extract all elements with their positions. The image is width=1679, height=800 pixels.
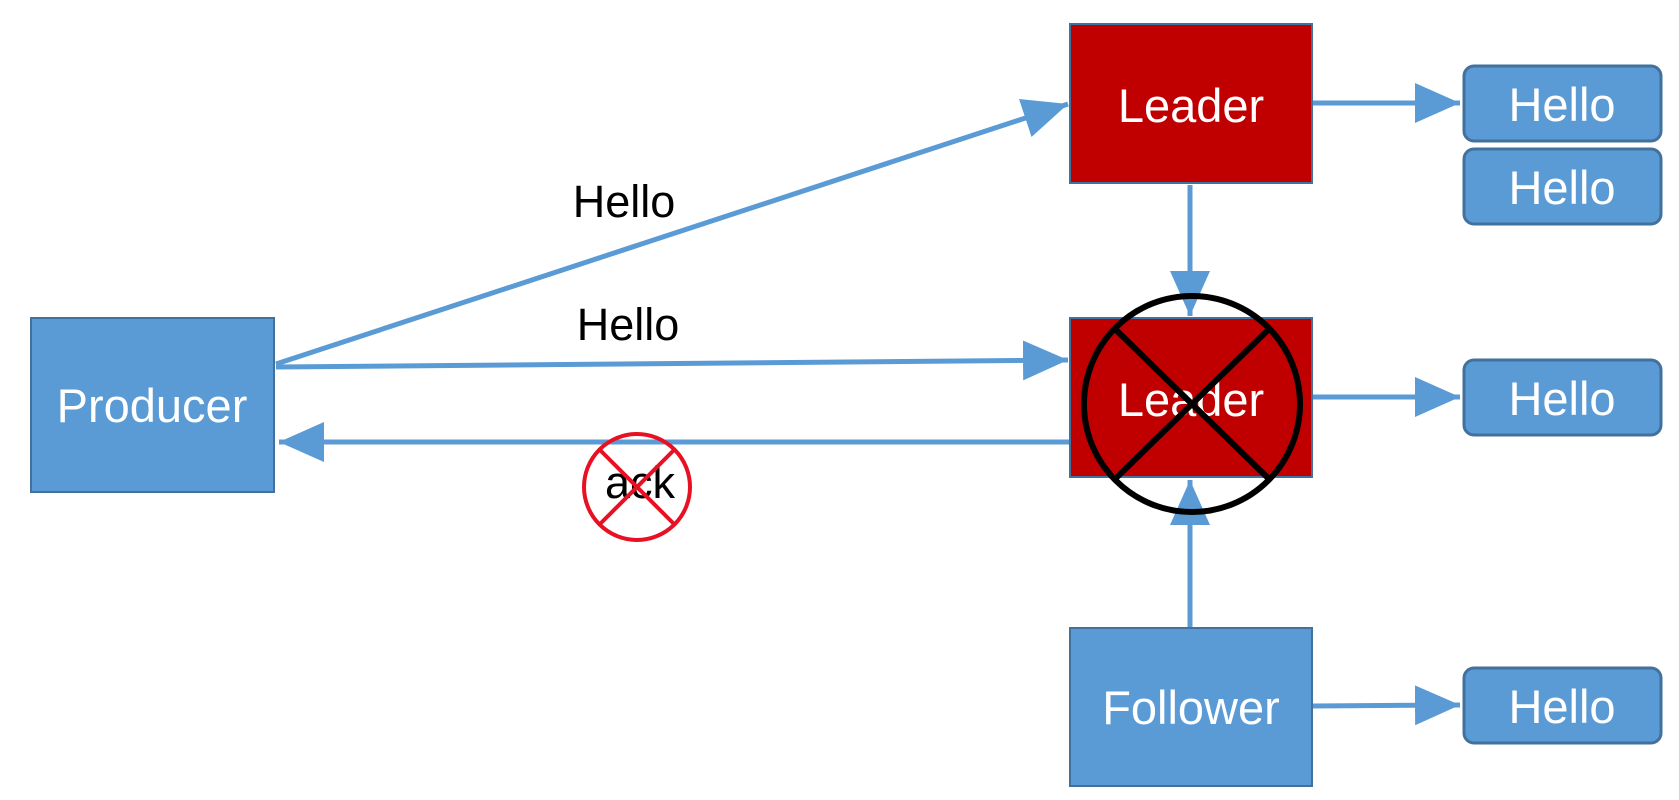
leader-top-node: Leader bbox=[1069, 23, 1313, 184]
edges bbox=[275, 83, 1461, 726]
edge-label-send-mid: Hello bbox=[577, 299, 680, 350]
producer-node: Producer bbox=[30, 317, 275, 493]
edge-follower-to-msg bbox=[1311, 685, 1461, 726]
msg-mid-label: Hello bbox=[1508, 372, 1615, 425]
msg-mid: Hello bbox=[1462, 358, 1663, 437]
msg-top-1-label: Hello bbox=[1508, 78, 1615, 131]
msg-top-1: Hello bbox=[1462, 64, 1663, 143]
msg-bottom: Hello bbox=[1462, 666, 1663, 745]
crossed-circle-icon bbox=[1081, 293, 1303, 515]
leader-top-label: Leader bbox=[1118, 79, 1264, 132]
msg-top-2: Hello bbox=[1462, 147, 1663, 226]
producer-label: Producer bbox=[57, 379, 248, 432]
follower-node: Follower bbox=[1069, 627, 1313, 787]
msg-top-2-label: Hello bbox=[1508, 161, 1615, 214]
edge-label-send-top: Hello bbox=[573, 176, 676, 227]
msg-bottom-label: Hello bbox=[1508, 680, 1615, 733]
leader-mid-node: Leader bbox=[1069, 317, 1313, 478]
follower-label: Follower bbox=[1102, 681, 1280, 734]
edge-producer-to-leader-mid bbox=[275, 340, 1069, 381]
edge-producer-to-leader-top bbox=[275, 99, 1069, 367]
ack-crossed-circle-icon bbox=[582, 432, 692, 542]
